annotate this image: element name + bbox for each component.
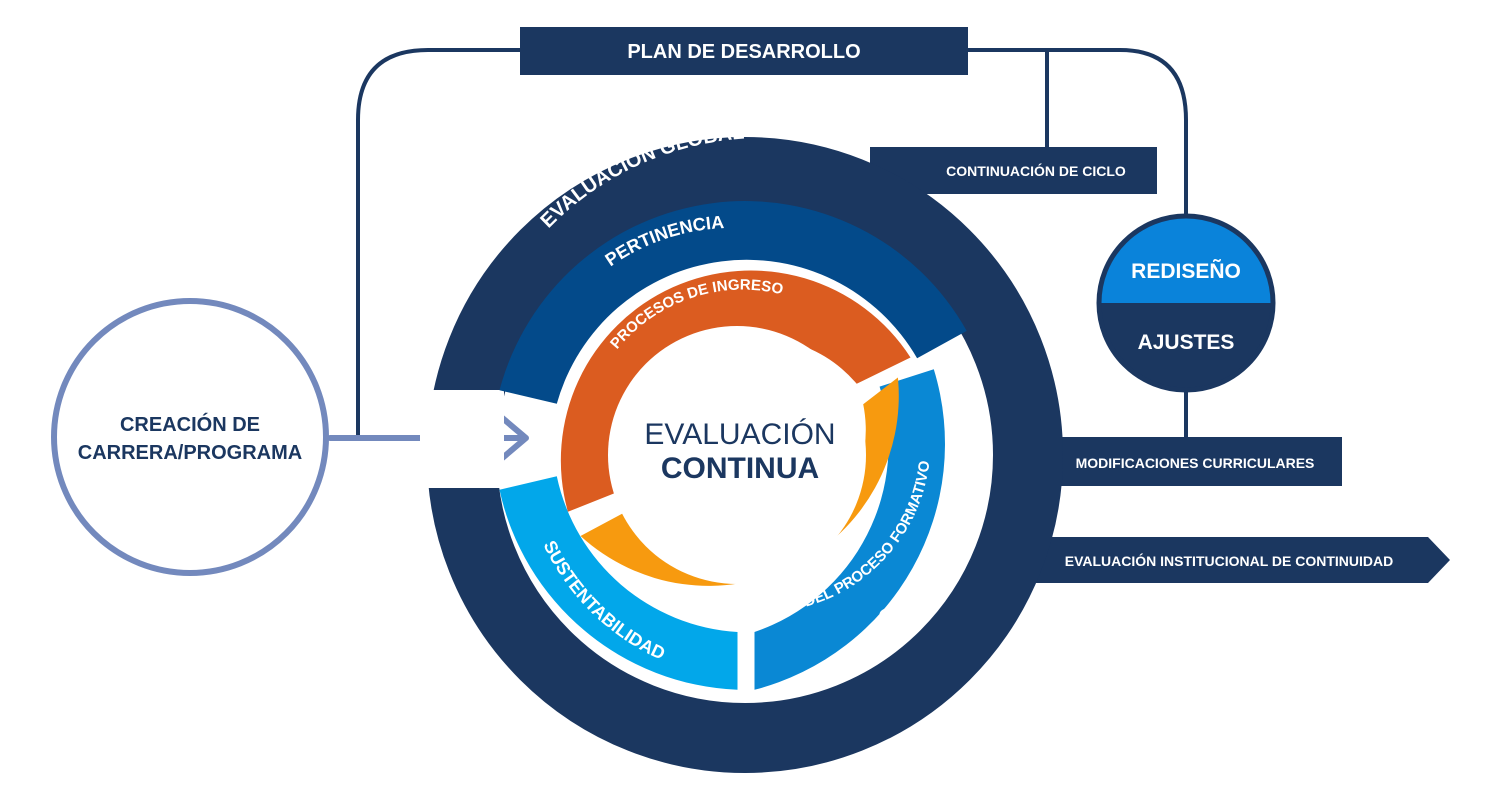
continuacion-banner (870, 147, 1157, 194)
creacion-label-line1: CREACIÓN DE (120, 412, 260, 436)
rediseno-ajustes-circle (1096, 213, 1276, 393)
center-circle (608, 326, 866, 584)
modificaciones-label: MODIFICACIONES CURRICULARES (1076, 455, 1315, 471)
segment-coherencia (754, 369, 945, 690)
center-title-line2: CONTINUA (661, 452, 819, 485)
center-title-line1: EVALUACIÓN (644, 418, 835, 451)
connector-left-loop (356, 48, 520, 438)
segment-pertinencia (499, 201, 967, 404)
ring-entry-gap (420, 390, 504, 488)
creacion-circle (51, 298, 329, 576)
connector-right-loop (968, 48, 1188, 220)
segment-sustentabilidad (499, 476, 738, 690)
creacion-label-line2: CARRERA/PROGRAMA (78, 442, 302, 464)
evaluacion-institucional-banner (1020, 537, 1450, 583)
plan-desarrollo-label: PLAN DE DESARROLLO (627, 41, 860, 63)
rediseno-half (1099, 216, 1273, 303)
evaluacion-institucional-label: EVALUACIÓN INSTITUCIONAL DE CONTINUIDAD (1065, 552, 1393, 569)
feedback-connectors (356, 48, 1188, 440)
ajustes-label: AJUSTES (1138, 331, 1235, 354)
rediseno-label: REDISEÑO (1131, 260, 1241, 283)
plan-desarrollo-banner (520, 27, 968, 75)
continuacion-label: CONTINUACIÓN DE CICLO (946, 162, 1126, 179)
modificaciones-banner (1040, 437, 1342, 486)
segment-procesos-ingreso (560, 270, 911, 512)
